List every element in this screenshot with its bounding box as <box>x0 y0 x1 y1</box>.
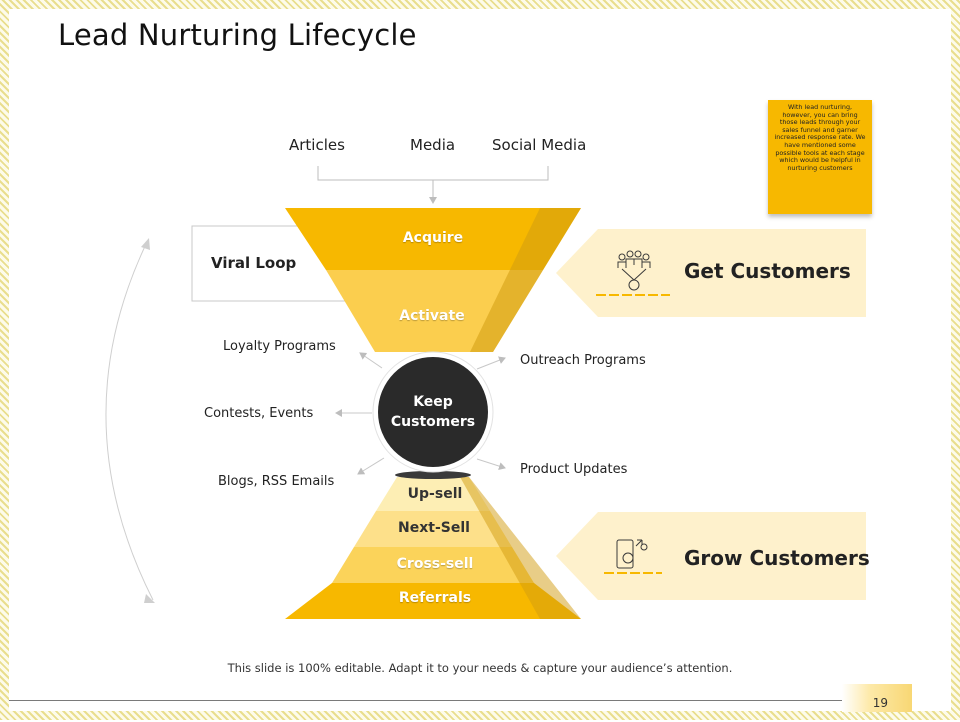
mobile-growth-icon <box>616 539 648 569</box>
viral-loop-label: Viral Loop <box>211 254 297 272</box>
funnel-neck <box>395 471 471 479</box>
right-item-updates: Product Updates <box>520 462 628 477</box>
left-item-contests: Contests, Events <box>204 406 314 421</box>
funnel-stage-crosssell-shape <box>332 547 534 583</box>
arrow-blogs <box>357 457 385 475</box>
source-bracket <box>317 166 549 181</box>
funnel-stage-upsell: Up-sell <box>407 486 463 502</box>
footer-text: This slide is 100% editable. Adapt it to… <box>227 661 733 675</box>
arc-arrow-bottom <box>144 594 155 603</box>
funnel-top-shading <box>470 208 581 352</box>
funnel-stage-referrals: Referrals <box>398 590 472 606</box>
viral-loop-box <box>191 225 355 302</box>
source-media: Media <box>410 136 456 154</box>
funnel-stage-acquire-shape <box>285 208 581 270</box>
lifecycle-arc <box>105 241 154 601</box>
funnel-stage-acquire: Acquire <box>402 230 464 246</box>
source-social-media: Social Media <box>492 136 587 154</box>
right-item-outreach: Outreach Programs <box>520 353 646 368</box>
slide-title: Lead Nurturing Lifecycle <box>58 18 417 52</box>
top-funnel <box>285 208 581 352</box>
grow-customers-card-shape <box>556 512 866 600</box>
footer-divider <box>9 700 842 701</box>
sticky-note: With lead nurturing, however, you can br… <box>768 100 872 214</box>
source-articles: Articles <box>289 136 345 154</box>
arrow-updates <box>476 458 506 470</box>
page-number: 19 <box>842 684 912 712</box>
get-customers-card-shape <box>556 229 866 317</box>
bottom-funnel <box>285 471 581 619</box>
funnel-stage-referrals-shape <box>285 583 581 619</box>
arc-arrow-top <box>141 238 150 250</box>
keep-customers-label: Keep Customers <box>390 394 476 430</box>
arrow-outreach <box>476 356 506 370</box>
funnel-stage-nextsell: Next-Sell <box>398 520 470 536</box>
funnel-stage-nextsell-shape <box>354 511 512 547</box>
funnel-stage-crosssell: Cross-sell <box>396 556 474 572</box>
arrow-loyalty <box>359 352 383 369</box>
funnel-bottom-shading <box>460 477 581 619</box>
group-icon <box>617 250 651 291</box>
keep-customers-circle <box>378 357 488 467</box>
grow-customers-label: Grow Customers <box>684 546 870 570</box>
funnel-stage-upsell-shape <box>376 477 490 511</box>
left-item-loyalty: Loyalty Programs <box>223 339 336 354</box>
left-item-blogs: Blogs, RSS Emails <box>218 474 335 489</box>
funnel-stage-activate: Activate <box>399 308 465 324</box>
get-customers-label: Get Customers <box>684 259 851 283</box>
